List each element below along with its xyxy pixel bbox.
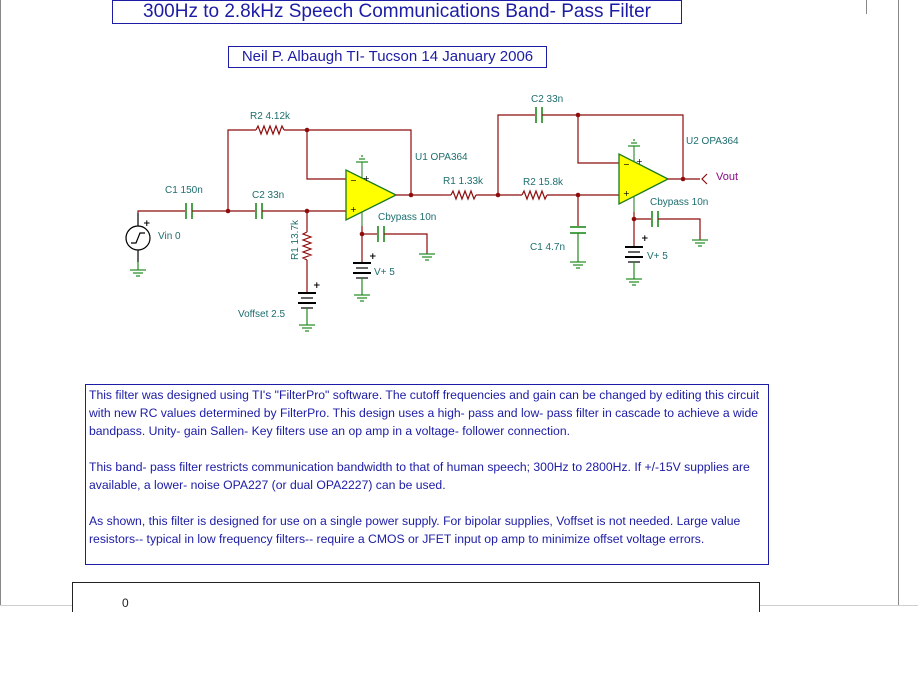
cbypass2-label: Cbypass 10n [650,197,708,208]
svg-text:−: − [350,176,357,185]
design-note-3: As shown, this filter is designed for us… [89,514,741,546]
u1-output-junction [408,192,414,198]
u2-output-junction [680,176,686,182]
design-note-1: This filter was designed using TI's "Fil… [89,388,760,438]
r1-hp-label: R1 13.7k [290,219,301,260]
vin-wire [137,210,185,213]
u1-opamp[interactable]: − + + [345,162,398,226]
vout-terminal-icon[interactable] [701,173,708,185]
svg-text:+: + [363,174,370,183]
c2-lp-left-wire [497,114,535,195]
svg-text:+: + [143,219,151,229]
svg-text:+: + [369,252,377,262]
r2-hp-label: R2 4.12k [250,111,291,122]
u2-label: U2 OPA364 [686,136,739,147]
schematic-title: 300Hz to 2.8kHz Speech Communications Ba… [112,0,682,24]
author-credit: Neil P. Albaugh TI- Tucson 14 January 20… [228,46,547,68]
cbypass1-label: Cbypass 10n [378,212,436,223]
c2-hp-label: C2 33n [252,190,284,201]
cbypass1-capacitor[interactable] [377,226,385,242]
u2-minus-wire [577,115,619,164]
voffset-battery[interactable]: + [298,281,321,309]
design-note-2: This band- pass filter restricts communi… [89,460,750,492]
u1-minus-wire [306,130,346,180]
vin-label: Vin 0 [158,231,181,242]
vsupply2-ground-symbol [626,262,642,286]
svg-text:+: + [636,157,643,166]
cbypass2-right-wire [658,218,701,240]
c1-hp-label: C1 150n [165,185,203,196]
r2-hp-left-wire [227,129,256,211]
r2-lp-label: R2 15.8k [523,177,564,188]
r2-hp-right-wire [284,129,412,195]
c1-lp-capacitor[interactable] [570,226,586,234]
vin-source[interactable]: + [125,213,151,262]
c2-lp-right-wire [542,114,684,179]
vsupply1-label: V+ 5 [374,267,395,278]
vsupply1-ground-symbol [354,278,370,302]
r2-lp-resistor[interactable] [521,189,548,201]
lower-panel-partial-text: 0 [122,596,129,610]
u1-top-ground-symbol [356,155,368,163]
c1-hp-capacitor[interactable] [185,203,193,219]
vsupply1-battery[interactable]: + [353,252,377,279]
cbypass1-ground-symbol [419,253,435,261]
c1-lp-label: C1 4.7n [530,242,565,253]
vout-label: Vout [716,171,738,183]
sheet-corner-mark [866,0,867,14]
u2-opamp[interactable]: − + + [618,146,670,212]
r1-hp-resistor[interactable] [301,231,313,261]
svg-text:+: + [350,205,357,214]
design-notes-box: This filter was designed using TI's "Fil… [85,384,769,565]
r1-lp-label: R1 1.33k [443,176,484,187]
c1-lp-ground-symbol [570,233,586,269]
r1-lp-resistor[interactable] [450,189,477,201]
vin-ground-symbol [130,262,146,277]
vsupply2-battery[interactable]: + [625,234,649,263]
svg-text:+: + [313,281,321,291]
svg-text:+: + [641,234,649,244]
u2-top-ground-symbol [628,139,640,147]
cbypass1-right-wire [384,233,428,254]
vsupply2-label: V+ 5 [647,251,668,262]
voffset-ground-symbol [299,308,315,332]
cbypass2-ground-symbol [692,239,708,247]
c2-lp-capacitor[interactable] [535,107,543,123]
c2-hp-capacitor[interactable] [255,203,263,219]
r2-hp-resistor[interactable] [255,124,285,136]
sheet-left-border [0,0,1,605]
c2-lp-label: C2 33n [531,94,563,105]
sheet-right-border [898,0,899,605]
svg-text:−: − [623,160,630,169]
svg-text:+: + [623,189,630,198]
voffset-label: Voffset 2.5 [238,309,286,320]
cbypass2-capacitor[interactable] [651,211,659,227]
u1-label: U1 OPA364 [415,152,468,163]
lower-panel-box: 0 [72,582,760,612]
